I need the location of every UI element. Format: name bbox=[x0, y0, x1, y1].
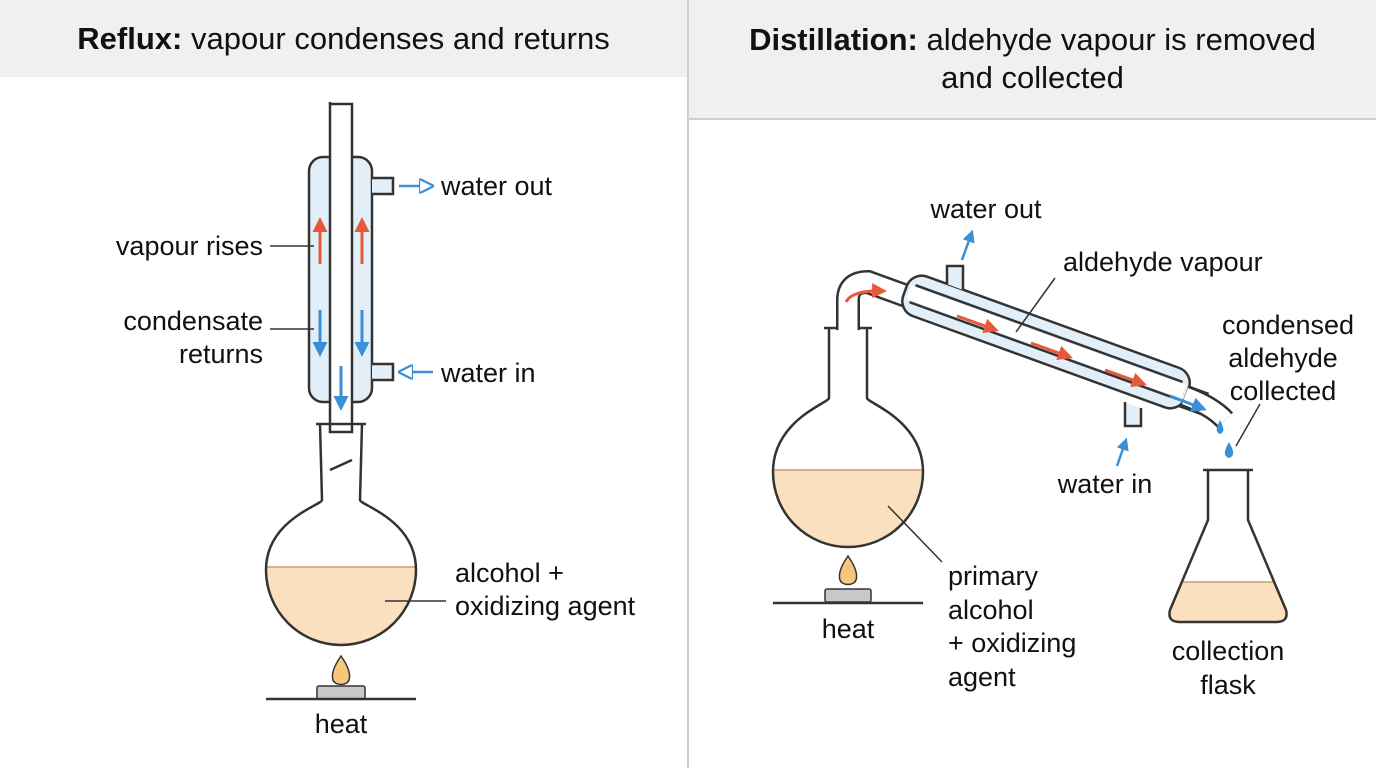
label-condensed-aldehyde: aldehyde bbox=[1228, 343, 1338, 373]
label-mixture: + oxidizing bbox=[948, 628, 1076, 658]
label-water-in: water in bbox=[440, 358, 536, 388]
label-heat: heat bbox=[315, 709, 368, 739]
distillation-title: Distillation: aldehyde vapour is removed… bbox=[689, 0, 1376, 120]
water-out-arrow bbox=[960, 229, 975, 261]
burner bbox=[824, 588, 872, 603]
vapour-arrow bbox=[844, 283, 887, 303]
distillation-title-bold: Distillation: bbox=[749, 22, 918, 57]
distillation-title-line2: and collected bbox=[941, 60, 1124, 95]
label-water-out: water out bbox=[440, 171, 553, 201]
water-out-stub bbox=[945, 264, 965, 290]
label-mixture: alcohol + bbox=[455, 558, 564, 588]
label-collection-flask: collection bbox=[1172, 636, 1285, 666]
leader-line bbox=[1235, 403, 1261, 447]
label-water-out: water out bbox=[929, 194, 1042, 224]
collection-flask bbox=[1168, 470, 1288, 624]
distillation-apparatus: water out aldehyde vapour condensed alde… bbox=[771, 194, 1354, 700]
burner bbox=[316, 685, 366, 700]
panel-divider bbox=[687, 0, 689, 768]
label-mixture: agent bbox=[948, 662, 1016, 692]
collected-aldehyde bbox=[1169, 582, 1287, 622]
water-in-stub bbox=[372, 362, 395, 382]
flame-icon bbox=[838, 554, 858, 586]
leader-line bbox=[887, 505, 943, 563]
vapour-arrow bbox=[1030, 341, 1073, 361]
water-out-stub bbox=[372, 176, 395, 196]
distillation-panel: Distillation: aldehyde vapour is removed… bbox=[689, 0, 1376, 768]
reflux-apparatus: water out water in vapour rises condensa… bbox=[116, 102, 636, 739]
reflux-panel: Reflux: vapour condenses and returns bbox=[0, 0, 687, 768]
label-aldehyde-vapour: aldehyde vapour bbox=[1063, 247, 1263, 277]
label-mixture: alcohol bbox=[948, 595, 1034, 625]
label-condensate: returns bbox=[179, 339, 263, 369]
condensate-arrow bbox=[1169, 394, 1207, 412]
label-vapour-rises: vapour rises bbox=[116, 231, 263, 261]
droplet-icon bbox=[1224, 442, 1234, 458]
label-water-in: water in bbox=[1057, 469, 1153, 499]
label-condensate: condensate bbox=[123, 306, 263, 336]
leader-line bbox=[1015, 277, 1056, 333]
label-condensed-aldehyde: collected bbox=[1230, 376, 1337, 406]
vapour-arrow bbox=[956, 314, 999, 334]
water-in-stub bbox=[1123, 402, 1143, 428]
vapour-arrow bbox=[1104, 368, 1147, 388]
reflux-title-rest: vapour condenses and returns bbox=[182, 20, 610, 56]
flask-neck bbox=[318, 423, 364, 501]
label-collection-flask: flask bbox=[1200, 670, 1256, 700]
label-mixture: primary bbox=[948, 561, 1039, 591]
label-heat: heat bbox=[822, 614, 875, 644]
round-bottom-flask bbox=[771, 328, 925, 549]
droplet-icon bbox=[1216, 420, 1224, 434]
label-mixture: oxidizing agent bbox=[455, 591, 636, 621]
distillation-title-rest: aldehyde vapour is removed bbox=[917, 22, 1316, 57]
reflux-title: Reflux: vapour condenses and returns bbox=[0, 0, 687, 77]
round-bottom-flask bbox=[264, 498, 418, 647]
flame-icon bbox=[331, 654, 351, 686]
reflux-title-bold: Reflux: bbox=[77, 20, 183, 56]
water-in-arrow bbox=[1115, 437, 1129, 467]
label-condensed-aldehyde: condensed bbox=[1222, 310, 1354, 340]
inner-tube bbox=[328, 102, 354, 434]
